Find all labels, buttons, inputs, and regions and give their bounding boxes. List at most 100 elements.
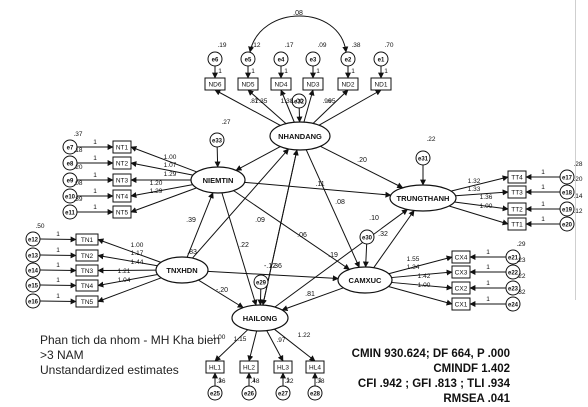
- indicator-tn1: [75, 233, 99, 246]
- error-e24: [505, 296, 521, 312]
- indicator-label-nt3: NT3: [116, 178, 129, 185]
- path-label-tnxhdn-hailong: -.20: [216, 287, 228, 294]
- path-niemtin-hailong: [221, 192, 258, 306]
- error-label-e5: e5: [245, 58, 252, 64]
- indicator-label-nd6: ND6: [208, 82, 221, 89]
- error-e12: [25, 231, 41, 247]
- error-label-e22: e22: [508, 271, 519, 277]
- error-e9: [62, 172, 78, 188]
- indicator-nt3: [112, 173, 132, 187]
- indicator-label-tn3: TN3: [81, 268, 94, 275]
- indicator-label-tn4: TN4: [81, 283, 94, 290]
- error-label-e12: e12: [28, 238, 39, 244]
- error-e14: [25, 262, 41, 278]
- indicator-label-cx2: CX2: [455, 286, 468, 293]
- error-label-e23: e23: [508, 287, 519, 293]
- error-e30: [359, 229, 375, 245]
- indicator-label-tn2: TN2: [81, 253, 94, 260]
- path-label-camxuc-trungthanh: .32: [378, 231, 388, 238]
- indicator-hl2: [239, 360, 259, 374]
- loading-label-nt4: 1.20: [150, 180, 163, 187]
- error-e27: [275, 385, 291, 401]
- indicator-nd2: [337, 77, 359, 91]
- path-label-tnxhdn-camxuc: .36: [272, 263, 282, 270]
- path-label-nhandang-trungthanh: .20: [357, 157, 367, 164]
- error-path-e16: [39, 298, 77, 305]
- error-variance-e10: .08: [73, 180, 82, 187]
- loading-label-cx1: 1.00: [418, 282, 431, 289]
- error-variance-e9: .20: [73, 164, 82, 171]
- indicator-label-nd1: ND1: [374, 82, 387, 89]
- indicator-cx1: [451, 297, 471, 311]
- error-variance-e18: .20: [573, 176, 582, 183]
- loading-label-nd1: .95: [326, 98, 335, 105]
- error-fixed-e23: 1: [486, 280, 490, 287]
- error-variance-e4: .17: [284, 42, 293, 49]
- error-label-e21: e21: [508, 256, 519, 262]
- error-fixed-e5: 1: [251, 68, 255, 75]
- loading-nd3: [303, 89, 315, 123]
- error-variance-e21: .29: [516, 241, 525, 248]
- fit-line-3: CFI .942 ; GFI .813 ; TLI .934: [357, 378, 510, 390]
- error-label-e19: e19: [562, 208, 573, 214]
- error-label-e4: e4: [278, 58, 285, 64]
- loading-label-nd5: 1.35: [255, 98, 268, 105]
- loading-label-tn1: 1.00: [131, 242, 144, 249]
- model-caption: Phan tich da nhom - MH Kha bien >3 NAM U…: [40, 333, 220, 378]
- error-label-e27: e27: [278, 392, 289, 398]
- indicator-cx4: [451, 250, 471, 264]
- path-label-nhandang-niemtin: .08: [335, 199, 345, 206]
- path-camxuc-hailong: [281, 287, 344, 311]
- error-label-e25: e25: [210, 392, 221, 398]
- indicator-label-cx1: CX1: [455, 302, 468, 309]
- path-label-niemtin-hailong: .22: [239, 242, 249, 249]
- loading-nd4: [280, 89, 295, 123]
- error-label-e31: e31: [418, 157, 429, 163]
- loading-nt1: [130, 146, 197, 173]
- error-fixed-e18: 1: [541, 184, 545, 191]
- error-fixed-e19: 1: [541, 201, 545, 208]
- indicator-label-nd5: ND5: [241, 82, 254, 89]
- error-e22: [505, 264, 521, 280]
- loading-tn5: [97, 277, 162, 303]
- error-variance-e12: .50: [35, 223, 44, 230]
- loading-label-nd2: .96: [322, 98, 331, 105]
- error-variance-e5: .12: [251, 42, 260, 49]
- error-variance-e6: .19: [217, 42, 226, 49]
- loading-nt5: [130, 187, 197, 213]
- loading-label-tn2: 1.17: [131, 250, 144, 257]
- latent-hailong: [231, 304, 289, 332]
- loading-cx1: [388, 285, 453, 306]
- caption-line-2: >3 NAM: [40, 348, 84, 362]
- error-variance-e11: .39: [73, 196, 82, 203]
- latent-label-hailong: HAILONG: [243, 314, 278, 323]
- disturbance-path-e33: [214, 146, 221, 168]
- path-nhandang-trungthanh: [320, 145, 404, 189]
- error-fixed-e16: 1: [56, 293, 60, 300]
- error-e5: [240, 51, 256, 67]
- path-camxuc-trungthanh: [373, 210, 415, 268]
- indicator-label-tt1: TT1: [511, 222, 523, 229]
- error-fixed-e25: 1: [218, 377, 222, 384]
- path-label-hailong-trungthanh: .10: [369, 215, 379, 222]
- error-fixed-e6: 1: [218, 68, 222, 75]
- error-fixed-e13: 1: [56, 247, 60, 254]
- fit-line-1: CMIN 930.624; DF 664, P .000: [351, 348, 510, 360]
- loading-nt2: [130, 161, 194, 176]
- error-e10: [62, 188, 78, 204]
- indicator-nd4: [270, 77, 292, 91]
- error-fixed-e24: 1: [486, 296, 490, 303]
- error-fixed-e2: 1: [351, 68, 355, 75]
- loading-label-nd4: 1.38: [281, 98, 294, 105]
- error-variance-e24: .32: [516, 289, 525, 296]
- error-label-e10: e10: [65, 195, 76, 201]
- latent-label-tnxhdn: TNXHDN: [166, 266, 197, 275]
- error-label-e13: e13: [28, 254, 39, 260]
- fit-line-4: RMSEA .041: [443, 393, 510, 405]
- indicator-nd1: [370, 77, 392, 91]
- loading-nd1: [318, 89, 382, 126]
- error-fixed-e7: 1: [93, 139, 97, 146]
- error-e11: [62, 204, 78, 220]
- error-e23: [505, 280, 521, 296]
